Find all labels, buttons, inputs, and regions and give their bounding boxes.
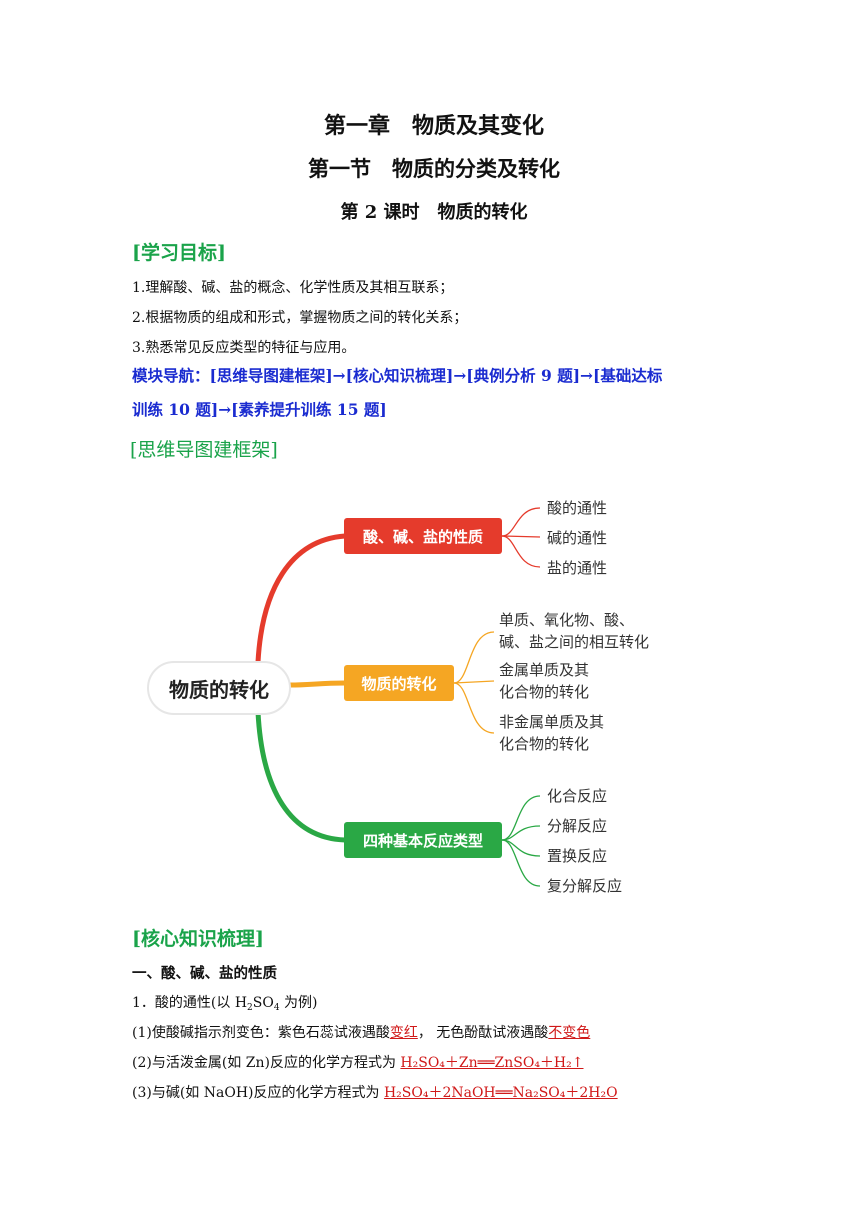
answer-blank: 不变色 [548,1025,591,1041]
text: 1．酸的通性(以 H [132,995,248,1011]
mindmap-branch-reaction-types: 四种基本反应类型 [363,832,483,850]
mindmap-leaf: 置换反应 [547,847,607,865]
mindmap-heading: [思维导图建框架] [130,439,278,461]
nav-line-2: 训练 10 题]→[素养提升训练 15 题] [132,400,387,419]
mindmap-leaf: 碱的通性 [547,529,607,547]
nav-line-1: 模块导航：[思维导图建框架]→[核心知识梳理]→[典例分析 9 题]→[基础达标 [132,366,663,385]
mindmap-leaf: 复分解反应 [547,877,622,895]
mindmap-branch-properties: 酸、碱、盐的性质 [363,528,483,546]
answer-blank: 变红 [389,1025,418,1041]
text: 为例) [279,995,318,1011]
lesson-title: 第 2 课时 物质的转化 [340,202,528,223]
mindmap-leaf: 化合物的转化 [499,735,589,753]
objective-item: 1.理解酸、碱、盐的概念、化学性质及其相互联系； [132,280,454,296]
objectives-heading: [学习目标] [132,242,226,264]
mindmap-leaf: 酸的通性 [547,499,607,517]
mindmap-root: 物质的转化 [169,678,269,702]
mindmap-leaf: 单质、氧化物、酸、 [499,611,634,629]
module-navigation: 模块导航：[思维导图建框架]→[核心知识梳理]→[典例分析 9 题]→[基础达标… [132,359,752,427]
base-reaction-statement: (3)与碱(如 NaOH)反应的化学方程式为 H₂SO₄＋2NaOH══Na₂S… [132,1082,618,1102]
text: (2)与活泼金属(如 Zn)反应的化学方程式为 [132,1055,401,1071]
text: (1)使酸碱指示剂变色：紫色石蕊试液遇酸 [132,1025,390,1041]
subscript: 2 [247,1003,253,1013]
core-knowledge-heading: [核心知识梳理] [132,928,264,950]
chapter-title: 第一章 物质及其变化 [323,113,544,139]
text: (3)与碱(如 NaOH)反应的化学方程式为 [132,1085,384,1101]
answer-equation: H₂SO₄＋2NaOH══Na₂SO₄＋2H₂O [383,1085,618,1101]
mindmap-leaf: 非金属单质及其 [499,713,604,731]
mindmap-leaf: 化合物的转化 [499,683,589,701]
subsection-heading: 一、酸、碱、盐的性质 [132,965,277,982]
text: ， 无色酚酞试液遇酸 [417,1025,549,1041]
mindmap-leaf: 化合反应 [547,787,607,805]
metal-reaction-statement: (2)与活泼金属(如 Zn)反应的化学方程式为 H₂SO₄＋Zn══ZnSO₄＋… [132,1052,584,1072]
section-title: 第一节 物质的分类及转化 [308,156,560,181]
indicator-statement: (1)使酸碱指示剂变色：紫色石蕊试液遇酸变红， 无色酚酞试液遇酸不变色 [132,1022,590,1042]
mindmap-leaf: 碱、盐之间的相互转化 [499,633,649,651]
mindmap-branch-transformation: 物质的转化 [361,675,436,693]
objective-item: 3.熟悉常见反应类型的特征与应用。 [132,340,356,356]
answer-equation: H₂SO₄＋Zn══ZnSO₄＋H₂↑ [400,1055,584,1071]
mindmap-leaf: 盐的通性 [547,559,607,577]
text: SO [252,995,274,1011]
subscript: 4 [273,1003,280,1013]
mindmap-leaf: 金属单质及其 [499,661,589,679]
mindmap-leaf: 分解反应 [547,817,607,835]
acid-properties-intro: 1．酸的通性(以 H2SO4 为例) [132,992,318,1013]
objective-item: 2.根据物质的组成和形式，掌握物质之间的转化关系； [132,310,468,326]
